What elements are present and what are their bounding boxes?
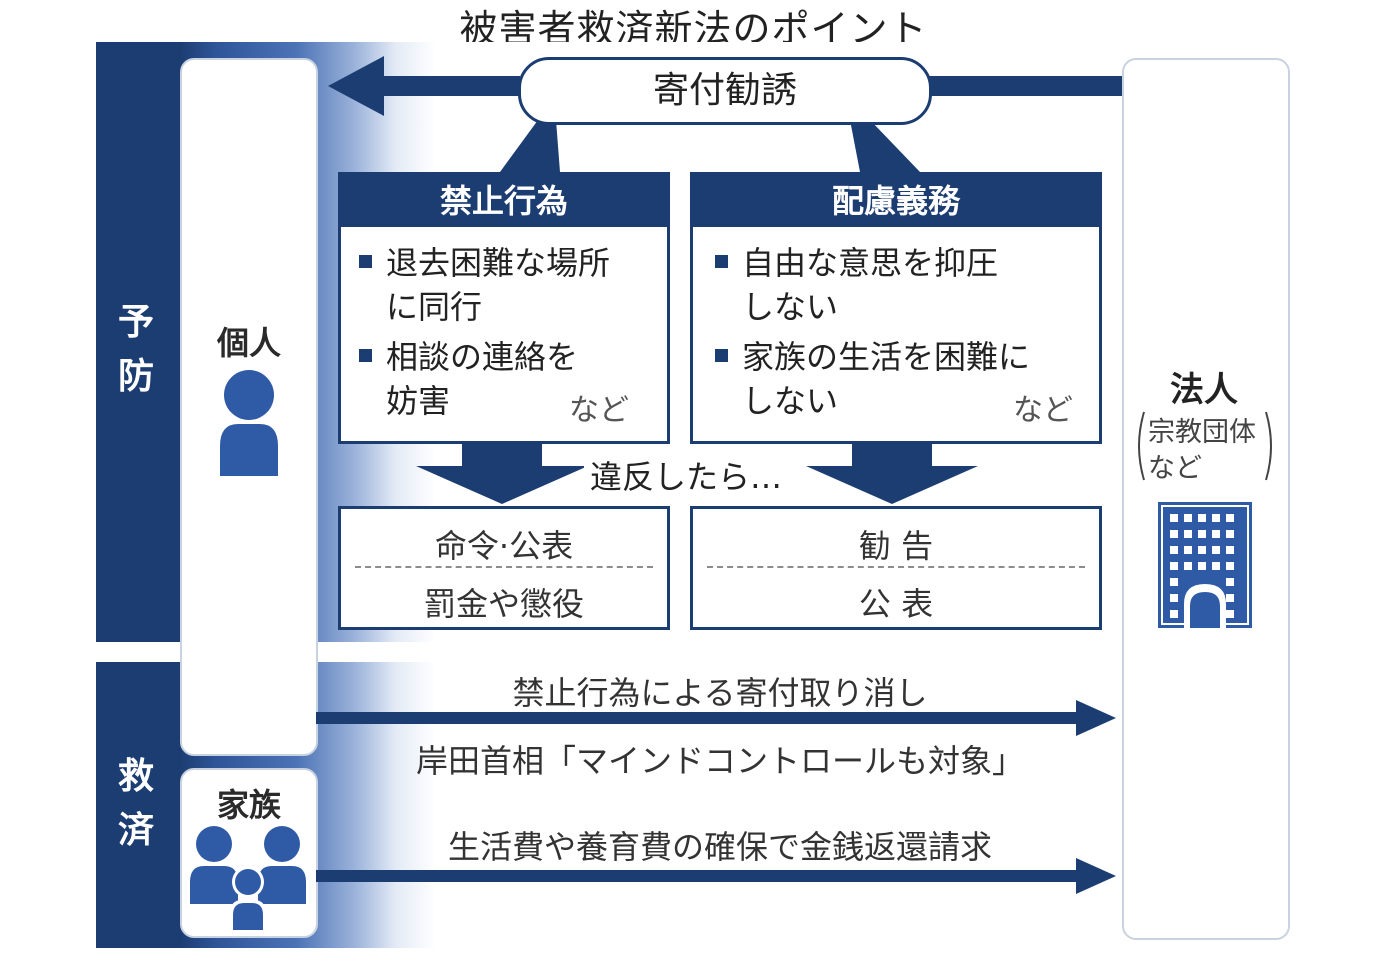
solicitation-pill: 寄付勧誘 [518,57,932,125]
corporation-note-line2: など [1148,453,1202,484]
duty-heading: 配慮義務 [693,175,1099,227]
family-arrow-shaft [316,870,1076,882]
prohibited-item-1: 退去困難な場所 に同行 [359,241,610,329]
prohibited-item-2-line2: 妨害 [386,382,451,420]
down-arrow-left [416,440,588,504]
prohibited-item-2-line1: 相談の連絡を [386,338,579,376]
penalty-duty-top: 勧 告 [858,527,934,565]
divider [707,566,1085,568]
duty-item-2: 家族の生活を困難に しない [715,335,1030,423]
duty-box: 配慮義務 自由な意思を抑圧 しない 家族の生活を困難に しない など [690,172,1102,444]
prohibited-box: 禁止行為 退去困難な場所 に同行 相談の連絡を 妨害 など [338,172,670,444]
bracket-icon [1138,411,1272,481]
prohibited-item-1-line2: に同行 [386,288,483,326]
duty-etc: など [1013,393,1073,428]
corporation-note-line1: 宗教団体 [1148,417,1256,448]
family-arrowhead [1076,858,1116,894]
corporation-note: 宗教団体 など [1134,408,1276,484]
cancel-label: 禁止行為による寄付取り消し [512,674,928,712]
solicitation-arrowhead [328,56,384,116]
bullet-icon [715,348,728,362]
penalty-prohibited-bottom: 罰金や懲役 [423,585,584,623]
penalty-duty-bottom: 公 表 [858,585,934,623]
building-icon [1158,502,1252,628]
family-label: 家族 [216,786,281,824]
family-label-text: 生活費や養育費の確保で金銭返還請求 [447,828,992,866]
duty-item-1-line2: しない [742,288,839,326]
bullet-icon [715,254,728,268]
penalty-prohibited-box: 命令·公表 罰金や懲役 [338,506,670,630]
prohibited-heading: 禁止行為 [341,175,667,227]
duty-item-1: 自由な意思を抑圧 しない [715,241,998,329]
bullet-icon [359,348,372,362]
duty-item-2-line1: 家族の生活を困難に [742,338,1031,376]
prohibited-item-1-line1: 退去困難な場所 [386,244,611,282]
divider [355,566,653,568]
prevention-text: 予防 [118,302,155,397]
solicitation-arrow-left-segment [380,76,520,96]
prohibited-item-2: 相談の連絡を 妨害 [359,335,578,423]
duty-item-2-line2: しない [742,382,839,420]
family-icon [190,826,306,930]
cancel-arrowhead [1076,700,1116,736]
pm-note: 岸田首相「マインドコントロールも対象」 [415,742,1024,780]
duty-item-1-line1: 自由な意思を抑圧 [742,244,999,282]
individual-label: 個人 [216,324,281,362]
prohibited-etc: など [569,393,629,428]
prevention-label: 予防 [96,296,176,404]
cancel-arrow-shaft [316,712,1076,724]
connector-left [500,120,560,172]
penalty-duty-box: 勧 告 公 表 [690,506,1102,630]
penalty-prohibited-top: 命令·公表 [434,527,574,565]
corporation-panel [1122,58,1290,940]
person-icon [220,370,278,476]
relief-label: 救済 [96,750,176,858]
solicitation-arrow-right-segment [926,76,1122,96]
violation-label: 違反したら… [584,452,789,498]
bullet-icon [359,254,372,268]
relief-text: 救済 [118,756,155,851]
down-arrow-right [806,440,978,504]
corporation-label: 法人 [1170,370,1238,410]
connector-right [850,120,920,172]
